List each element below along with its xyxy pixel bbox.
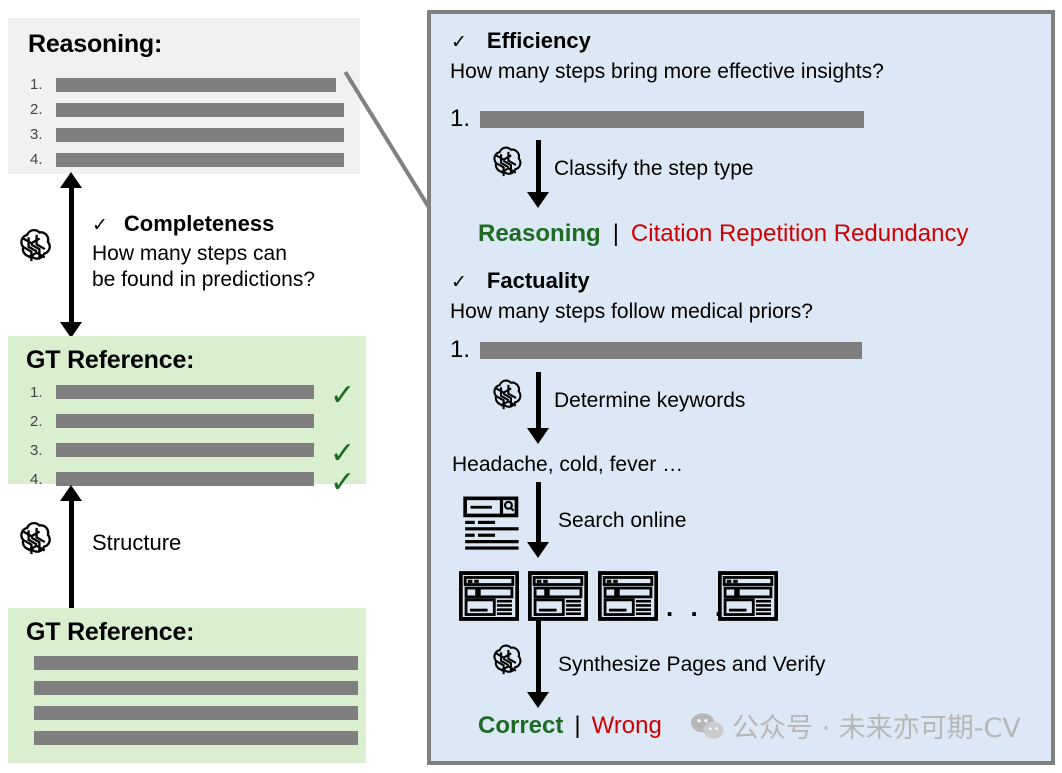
item-number: 3. xyxy=(30,441,43,459)
structure-arrow xyxy=(56,485,86,609)
reasoning-item-list: 1. 2. 3. 4. xyxy=(30,76,344,168)
factuality-title: Factuality xyxy=(486,268,590,293)
browser-window-icon xyxy=(459,570,519,622)
search-online-label: Search online xyxy=(558,509,687,532)
gt-reference-bottom-title: GT Reference: xyxy=(26,618,195,646)
list-item: 1. ✓ xyxy=(30,379,356,412)
synthesize-arrow xyxy=(527,618,557,714)
item-bar xyxy=(56,152,344,167)
factuality-verdict-row: Correct | Wrong xyxy=(478,712,662,740)
efficiency-header: ✓ Efficiency xyxy=(451,28,591,54)
item-bar xyxy=(56,77,336,92)
reasoning-title: Reasoning: xyxy=(28,30,163,58)
item-number: 1. xyxy=(30,76,43,93)
item-number: 1. xyxy=(450,336,471,363)
item-number: 1. xyxy=(30,383,43,401)
item-bar xyxy=(56,414,314,428)
item-bar xyxy=(56,102,344,117)
keywords-arrow xyxy=(527,372,557,450)
browser-window-icon xyxy=(528,570,588,622)
classify-arrow xyxy=(527,140,557,214)
openai-logo-icon xyxy=(10,224,58,272)
evaluation-panel xyxy=(427,10,1055,765)
item-bar xyxy=(34,706,358,720)
classify-step-label: Classify the step type xyxy=(554,157,754,180)
openai-logo-icon xyxy=(484,142,528,186)
search-arrow xyxy=(527,482,557,564)
list-item: 2. xyxy=(30,101,344,118)
factuality-step-item: 1. xyxy=(450,336,863,364)
completeness-title: Completeness xyxy=(123,211,275,236)
gt-reference-bottom-list xyxy=(34,656,358,745)
check-icon: ✓ xyxy=(451,32,467,53)
openai-logo-icon xyxy=(10,517,58,565)
item-bar xyxy=(480,110,865,128)
efficiency-verdict-row: Reasoning | Citation Repetition Redundan… xyxy=(478,220,968,248)
item-number: 1. xyxy=(450,105,471,132)
efficiency-step-item: 1. xyxy=(450,105,865,133)
list-item: 2. xyxy=(30,411,355,431)
item-bar xyxy=(34,681,358,695)
openai-logo-icon xyxy=(484,375,528,419)
item-number: 3. xyxy=(30,126,43,143)
list-item: 4. xyxy=(30,151,344,168)
factuality-header: ✓ Factuality xyxy=(451,268,590,294)
list-item: 3. ✓ xyxy=(30,437,356,470)
item-number: 4. xyxy=(30,470,43,488)
watermark: 公众号 · 未来亦可期-CV xyxy=(690,706,1021,745)
wechat-icon xyxy=(690,712,724,740)
verdict-bad: Wrong xyxy=(591,712,662,739)
completeness-block: ✓ Completeness How many steps can be fou… xyxy=(92,211,315,292)
item-number: 4. xyxy=(30,151,43,168)
verdict-separator: | xyxy=(612,220,619,247)
item-bar xyxy=(34,656,358,670)
verdict-bad: Citation Repetition Redundancy xyxy=(630,220,969,247)
gt-reference-top-list: 1. ✓ 2. 3. ✓ 4. ✓ xyxy=(30,379,356,499)
item-bar xyxy=(56,472,314,486)
gt-reference-top-title: GT Reference: xyxy=(26,346,195,374)
keywords-text: Headache, cold, fever … xyxy=(452,453,684,476)
structure-label: Structure xyxy=(92,530,182,555)
browser-window-icon xyxy=(718,570,778,622)
item-bar xyxy=(34,731,358,745)
check-icon: ✓ xyxy=(451,272,467,293)
search-page-icon xyxy=(463,496,525,552)
factuality-question: How many steps follow medical priors? xyxy=(450,300,813,323)
completeness-question-line2: be found in predictions? xyxy=(92,268,315,291)
completeness-arrow xyxy=(56,172,86,338)
watermark-text: 公众号 · 未来亦可期-CV xyxy=(732,713,1021,744)
efficiency-title: Efficiency xyxy=(486,28,591,53)
synthesize-label: Synthesize Pages and Verify xyxy=(558,653,826,676)
openai-logo-icon xyxy=(484,640,528,684)
item-number: 2. xyxy=(30,412,43,430)
check-icon: ✓ xyxy=(92,215,108,236)
list-item: 1. xyxy=(30,76,344,93)
verdict-separator: | xyxy=(574,712,581,739)
verdict-good: Correct xyxy=(478,712,564,739)
list-item: 3. xyxy=(30,126,344,143)
item-bar xyxy=(56,127,344,142)
item-number: 2. xyxy=(30,101,43,118)
gt-reference-top-panel: GT Reference: 1. ✓ 2. 3. ✓ 4. ✓ xyxy=(8,336,366,498)
verdict-good: Reasoning xyxy=(478,220,601,247)
reasoning-panel: Reasoning: 1. 2. 3. 4. xyxy=(8,18,360,174)
item-bar xyxy=(480,341,863,359)
list-item: 4. ✓ xyxy=(30,466,356,499)
item-bar xyxy=(56,385,314,399)
item-bar xyxy=(56,443,314,457)
completeness-question-line1: How many steps can xyxy=(92,242,287,265)
determine-keywords-label: Determine keywords xyxy=(554,389,746,412)
gt-reference-bottom-panel: GT Reference: xyxy=(8,608,366,763)
pages-ellipsis: . . . xyxy=(666,592,728,622)
browser-window-icon xyxy=(598,570,658,622)
efficiency-question: How many steps bring more effective insi… xyxy=(450,60,884,83)
